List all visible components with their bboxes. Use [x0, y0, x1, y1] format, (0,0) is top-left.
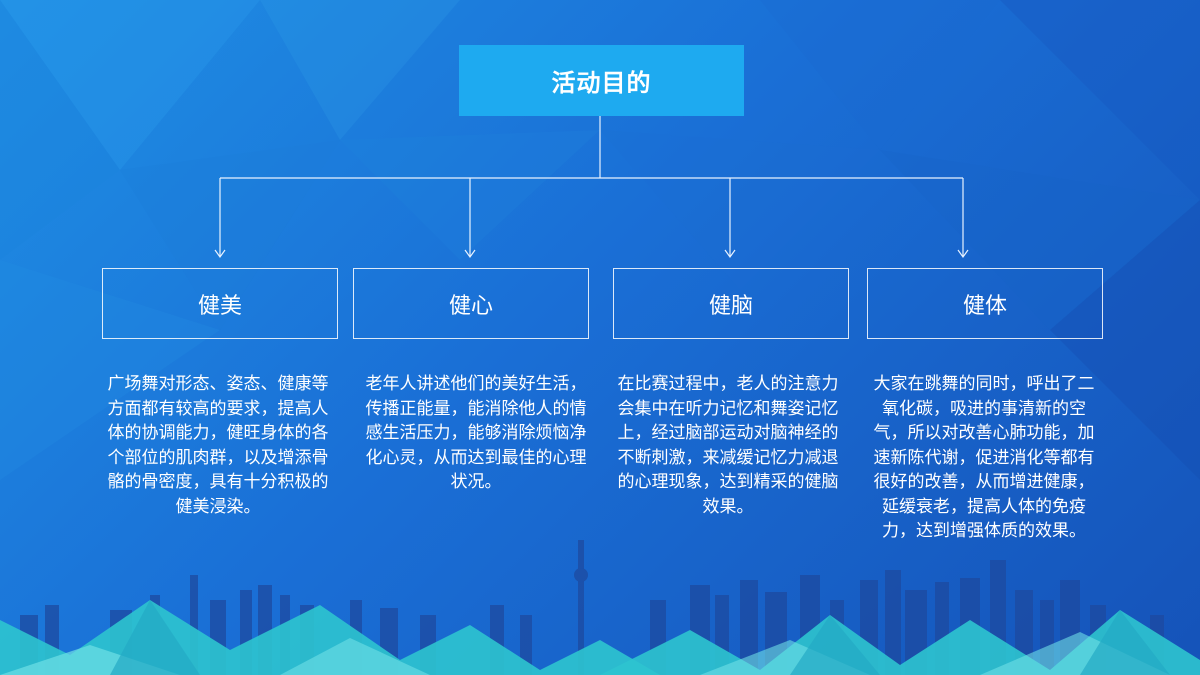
- diagram-title: 活动目的: [459, 45, 744, 116]
- category-box-jiannao: 健脑: [613, 268, 849, 339]
- category-box-jianti: 健体: [867, 268, 1103, 339]
- category-box-jianxin: 健心: [353, 268, 589, 339]
- category-description-jianti: 大家在跳舞的同时，呼出了二氧化碳，吸进的事清新的空气，所以对改善心肺功能，加速新…: [873, 374, 1095, 541]
- category-description-jianmei: 广场舞对形态、姿态、健康等方面都有较高的要求，提高人体的协调能力，健旺身体的各个…: [107, 374, 329, 517]
- category-description-jiannao: 在比赛过程中，老人的注意力会集中在听力记忆和舞姿记忆上，经过脑部运动对脑神经的不…: [617, 374, 839, 517]
- city-skyline-decoration: [0, 540, 1200, 675]
- category-box-jianmei: 健美: [102, 268, 338, 339]
- category-description-jianxin: 老年人讲述他们的美好生活，传播正能量，能消除他人的情感生活压力，能够消除烦恼净化…: [365, 374, 587, 492]
